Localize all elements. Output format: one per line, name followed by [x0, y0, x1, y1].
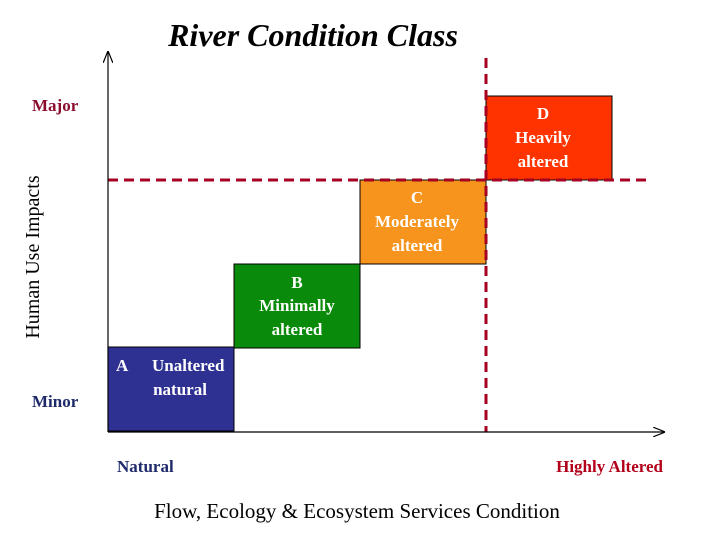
class-b-letter: B — [291, 273, 302, 292]
x-axis-label: Flow, Ecology & Ecosystem Services Condi… — [154, 499, 560, 523]
diagram-title: River Condition Class — [167, 17, 458, 53]
class-a-line2: natural — [153, 380, 207, 399]
class-d-line2: altered — [518, 152, 569, 171]
class-d-letter: D — [537, 104, 549, 123]
class-c-line1: Moderately — [375, 212, 460, 231]
class-c-line2: altered — [392, 236, 443, 255]
class-b-box — [233, 263, 361, 349]
x-axis-highly-altered-label: Highly Altered — [556, 457, 663, 476]
class-c-box — [359, 179, 487, 265]
class-a-box — [107, 346, 235, 432]
class-c-letter: C — [411, 188, 423, 207]
y-axis-major-label: Major — [32, 96, 79, 115]
class-d-line1: Heavily — [515, 128, 571, 147]
class-b-line2: altered — [272, 320, 323, 339]
class-a-line1: Unaltered — [152, 356, 225, 375]
class-a-letter: A — [116, 356, 129, 375]
x-axis-natural-label: Natural — [117, 457, 174, 476]
y-axis-minor-label: Minor — [32, 392, 79, 411]
y-axis-label: Human Use Impacts — [22, 175, 44, 339]
class-b-line1: Minimally — [259, 296, 335, 315]
class-d-box — [485, 95, 613, 181]
